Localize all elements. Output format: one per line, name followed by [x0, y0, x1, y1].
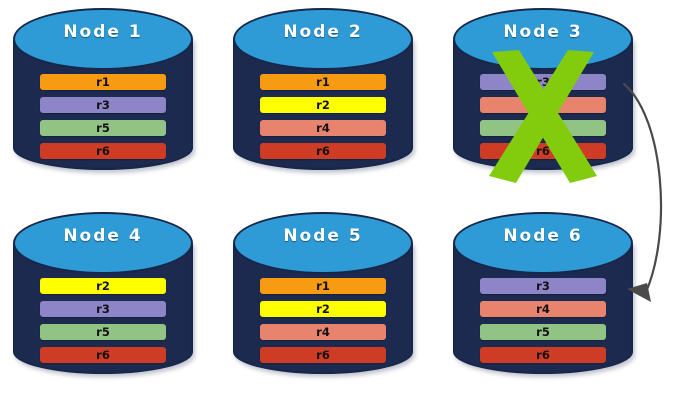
node-5-replica-list: r1 r2 r4 r6	[260, 278, 386, 363]
node-3-label: Node 3	[503, 22, 583, 42]
node-4-cylinder-top	[13, 212, 193, 274]
node-5-cylinder-top	[233, 212, 413, 274]
node-1-replica-list: r1 r3 r5 r6	[40, 74, 166, 159]
replica-row[interactable]: r5	[480, 120, 606, 136]
node-3[interactable]: Node 3 r3 r4 r5 r6	[453, 8, 633, 186]
node-4-replica-list: r2 r3 r5 r6	[40, 278, 166, 363]
node-4[interactable]: Node 4 r2 r3 r5 r6	[13, 212, 193, 390]
node-1[interactable]: Node 1 r1 r3 r5 r6	[13, 8, 193, 186]
replica-row[interactable]: r4	[480, 301, 606, 317]
replica-row[interactable]: r4	[480, 97, 606, 113]
replica-row[interactable]: r6	[480, 347, 606, 363]
node-2-replica-list: r1 r2 r4 r6	[260, 74, 386, 159]
node-6-label: Node 6	[503, 226, 583, 246]
replica-row[interactable]: r6	[260, 347, 386, 363]
node-2[interactable]: Node 2 r1 r2 r4 r6	[233, 8, 413, 186]
node-1-cylinder-top	[13, 8, 193, 70]
node-6-replica-list: r3 r4 r5 r6	[480, 278, 606, 363]
replica-row[interactable]: r1	[260, 278, 386, 294]
node-2-cylinder-top	[233, 8, 413, 70]
replica-row[interactable]: r6	[260, 143, 386, 159]
node-2-label: Node 2	[283, 22, 363, 42]
node-5-label: Node 5	[283, 226, 363, 246]
replica-row[interactable]: r6	[40, 143, 166, 159]
replica-row[interactable]: r3	[40, 97, 166, 113]
replica-row[interactable]: r5	[480, 324, 606, 340]
replica-row[interactable]: r6	[480, 143, 606, 159]
replica-row[interactable]: r3	[480, 74, 606, 90]
replica-row[interactable]: r6	[40, 347, 166, 363]
replica-row[interactable]: r2	[40, 278, 166, 294]
replica-row[interactable]: r1	[40, 74, 166, 90]
node-1-label: Node 1	[63, 22, 143, 42]
replica-row[interactable]: r2	[260, 97, 386, 113]
replica-row[interactable]: r1	[260, 74, 386, 90]
replica-row[interactable]: r5	[40, 120, 166, 136]
replica-row[interactable]: r4	[260, 324, 386, 340]
replica-row[interactable]: r5	[40, 324, 166, 340]
node-6-cylinder-top	[453, 212, 633, 274]
node-3-replica-list: r3 r4 r5 r6	[480, 74, 606, 159]
node-4-label: Node 4	[63, 226, 143, 246]
replica-row[interactable]: r3	[480, 278, 606, 294]
node-5[interactable]: Node 5 r1 r2 r4 r6	[233, 212, 413, 390]
replica-row[interactable]: r3	[40, 301, 166, 317]
node-6[interactable]: Node 6 r3 r4 r5 r6	[453, 212, 633, 390]
replica-row[interactable]: r4	[260, 120, 386, 136]
replica-row[interactable]: r2	[260, 301, 386, 317]
